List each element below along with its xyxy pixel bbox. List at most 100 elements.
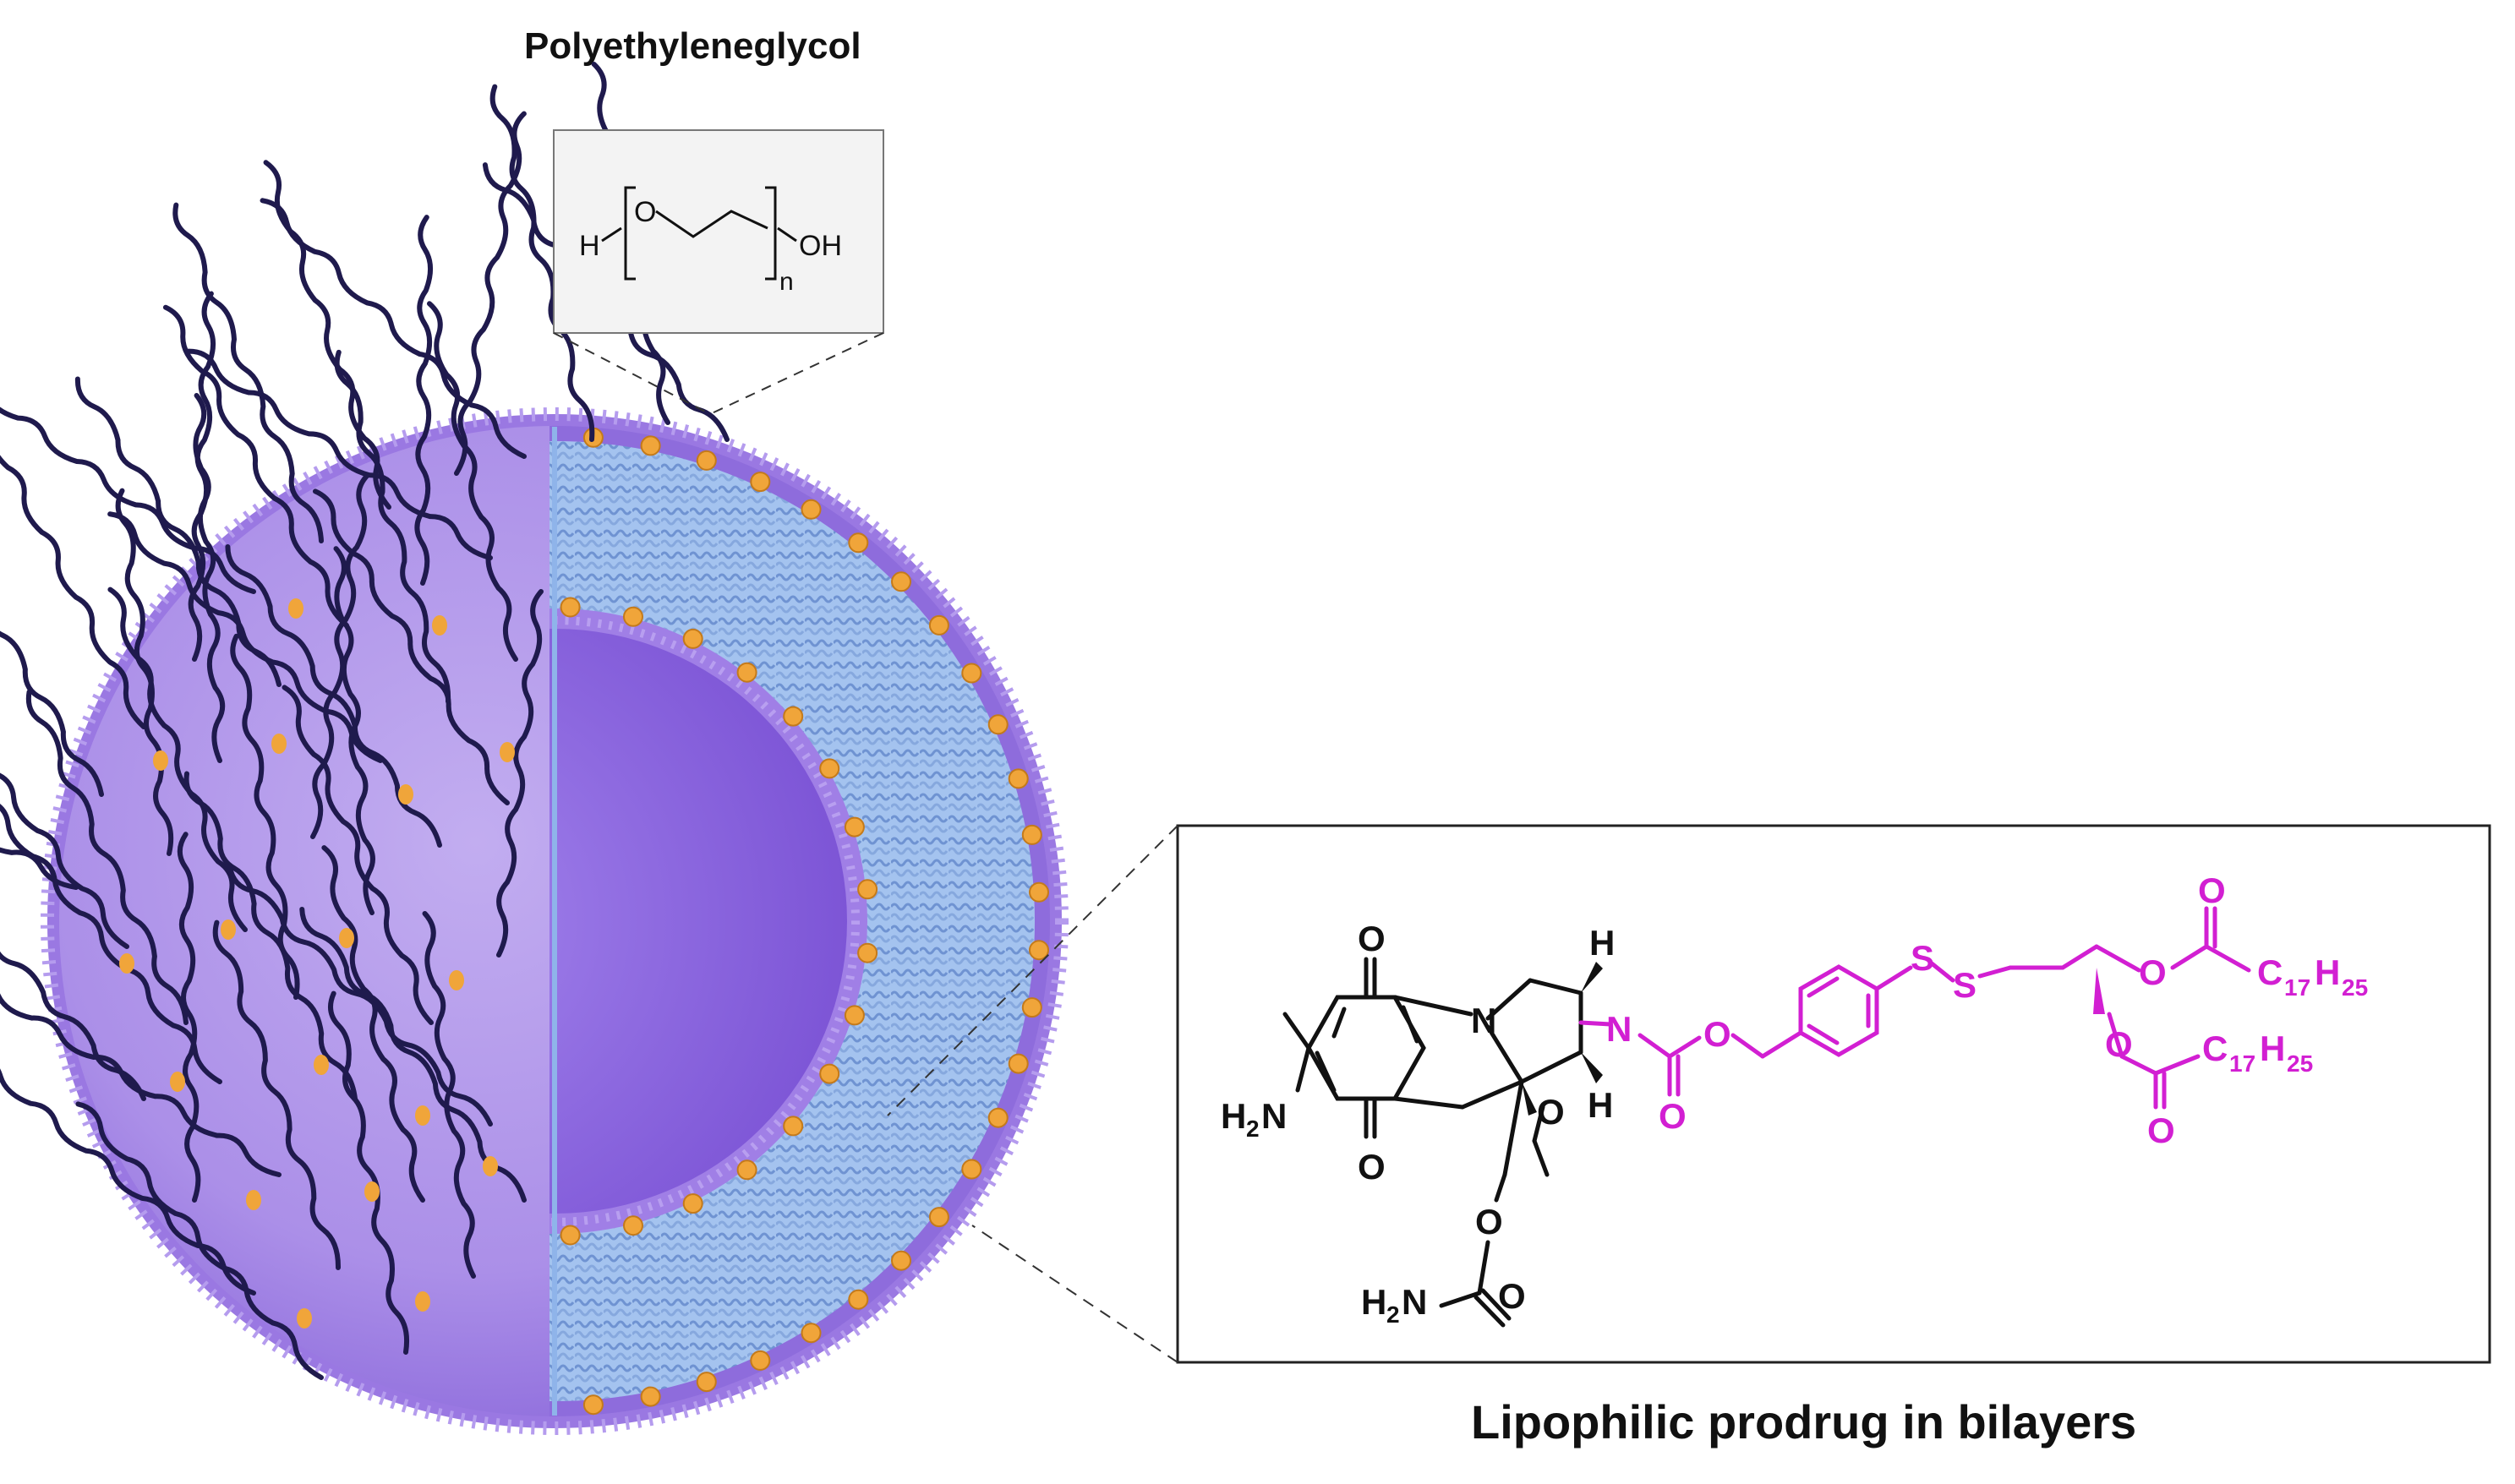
surface-dot bbox=[415, 1291, 430, 1312]
atom-s1: S bbox=[1911, 938, 1934, 978]
chain-top-h: H bbox=[2315, 952, 2340, 992]
chain-top-c: C bbox=[2257, 952, 2283, 992]
surface-dot bbox=[314, 1055, 329, 1075]
atom-o-ester-mid: O bbox=[2105, 1024, 2133, 1064]
peg-chain bbox=[74, 376, 282, 687]
atom-h2n-carb-h: H bbox=[1361, 1282, 1386, 1322]
liposome-cross-section bbox=[549, 426, 1050, 1416]
peg-chain bbox=[321, 845, 425, 1203]
lipid-headgroup bbox=[682, 628, 703, 649]
surface-dot bbox=[500, 742, 515, 762]
peg-h: H bbox=[579, 230, 600, 262]
lipid-headgroup bbox=[928, 614, 949, 636]
surface-dot bbox=[415, 1105, 430, 1126]
lipid-headgroup bbox=[750, 1350, 771, 1371]
chain-top-sub1: 17 bbox=[2284, 974, 2310, 1001]
atom-n-aziridine: N bbox=[1606, 1009, 1632, 1049]
peg-chain bbox=[334, 349, 451, 704]
peg-chain bbox=[263, 160, 391, 510]
surface-dot bbox=[398, 784, 413, 805]
lipid-headgroup bbox=[1021, 824, 1042, 845]
lipid-headgroup bbox=[682, 1193, 703, 1214]
peg-chain bbox=[0, 797, 222, 1084]
chain-mid-h: H bbox=[2260, 1028, 2285, 1068]
surface-dot bbox=[339, 928, 354, 948]
peg-chain bbox=[489, 84, 595, 442]
peg-chain bbox=[193, 392, 226, 763]
lipid-headgroup bbox=[987, 714, 1009, 735]
peg-chain bbox=[107, 587, 248, 932]
peg-chain bbox=[0, 372, 256, 594]
lipid-headgroup bbox=[1008, 768, 1029, 789]
surface-dot bbox=[119, 953, 134, 974]
lipid-headgroup bbox=[891, 571, 911, 592]
peg-chain bbox=[0, 976, 282, 1177]
peg-chain bbox=[260, 198, 527, 459]
peg-chain bbox=[310, 472, 370, 839]
lipid-headgroup bbox=[844, 1005, 865, 1026]
peg-chain bbox=[0, 479, 104, 797]
lipid-headgroup bbox=[783, 706, 804, 727]
lipid-headgroup bbox=[623, 1215, 643, 1236]
atom-o-carbonyl: O bbox=[1659, 1096, 1687, 1136]
peg-n: n bbox=[779, 268, 794, 296]
peg-chain bbox=[177, 832, 201, 1203]
lipid-headgroup bbox=[801, 1323, 822, 1344]
lipid-headgroup bbox=[844, 816, 865, 837]
surface-dot bbox=[297, 1308, 312, 1329]
peg-title: Polyethyleneglycol bbox=[524, 25, 861, 67]
lipid-headgroup bbox=[857, 879, 878, 900]
peg-chain bbox=[172, 202, 324, 543]
peg-chain bbox=[0, 654, 129, 949]
lipid-headgroup bbox=[783, 1116, 804, 1137]
atom-o-bottom: O bbox=[1358, 1147, 1386, 1187]
atom-o-carb-link: O bbox=[1475, 1202, 1503, 1241]
surface-headgroups bbox=[119, 598, 515, 1329]
lipid-headgroup bbox=[560, 597, 581, 618]
surface-dot bbox=[483, 1156, 498, 1176]
lipid-headgroup bbox=[848, 1289, 869, 1310]
chain-mid-sub1: 17 bbox=[2229, 1050, 2255, 1077]
peg-chain bbox=[312, 488, 510, 805]
atom-o-ester: O bbox=[1703, 1014, 1731, 1054]
lipid-headgroup bbox=[696, 1372, 717, 1393]
lipid-headgroups bbox=[560, 427, 1049, 1416]
lipid-headgroup bbox=[928, 1207, 949, 1228]
peg-chain bbox=[185, 348, 493, 560]
peg-chain bbox=[162, 304, 349, 628]
prodrug-title: Lipophilic prodrug in bilayers bbox=[1471, 1395, 2137, 1449]
atom-o-top-carbonyl: O bbox=[2198, 870, 2226, 910]
atom-h2n-2: 2 bbox=[1246, 1116, 1260, 1142]
atom-h-bottom: H bbox=[1588, 1085, 1613, 1125]
peg-chain bbox=[0, 1053, 256, 1296]
peg-chain bbox=[299, 906, 527, 1203]
surface-dot bbox=[364, 1181, 380, 1202]
peg-chain bbox=[25, 689, 189, 1025]
prodrug-inset: O O H 2 N N H H O O H 2 N O bbox=[887, 824, 2491, 1364]
peg-chain bbox=[414, 215, 434, 586]
atom-n-ring: N bbox=[1471, 1001, 1496, 1040]
atom-o-ester-top: O bbox=[2139, 952, 2167, 992]
peg-chain bbox=[183, 771, 358, 1101]
peg-chain bbox=[230, 633, 300, 1000]
lipid-headgroup bbox=[736, 662, 757, 683]
lipid-headgroup bbox=[1029, 881, 1049, 903]
peg-chain bbox=[75, 1101, 324, 1380]
lipid-headgroup bbox=[987, 1107, 1009, 1128]
peg-chain bbox=[454, 111, 527, 476]
peg-chain bbox=[115, 488, 174, 856]
lipid-headgroup bbox=[1008, 1053, 1029, 1074]
peg-chain bbox=[107, 511, 383, 763]
atom-h2n-carb-2: 2 bbox=[1386, 1301, 1400, 1328]
atom-h2n-carb-n: N bbox=[1402, 1282, 1427, 1322]
atom-o-bottom-carbonyl: O bbox=[2147, 1110, 2175, 1150]
surface-dot bbox=[449, 970, 464, 990]
peg-chain bbox=[422, 910, 476, 1279]
lipid-headgroup bbox=[1029, 940, 1049, 961]
atom-o-carb-dbl: O bbox=[1498, 1276, 1526, 1316]
peg-chain bbox=[212, 919, 342, 1270]
lipid-headgroup bbox=[750, 472, 771, 493]
lipid-headgroup bbox=[857, 942, 878, 963]
lipid-headgroup bbox=[961, 663, 982, 684]
